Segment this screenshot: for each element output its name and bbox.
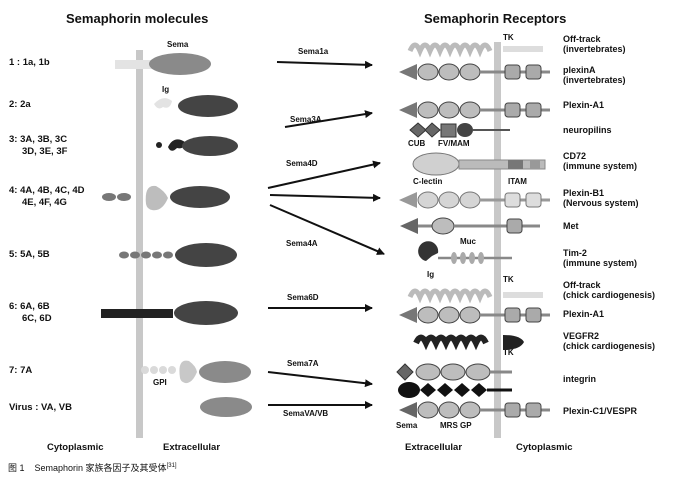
itam-label: ITAM — [508, 177, 527, 186]
arrow-label-sema6d: Sema6D — [287, 293, 319, 302]
receptor-integrin: integrin — [563, 374, 596, 384]
row-label-virus: Virus : VA, VB — [9, 402, 72, 413]
arrow-sema4a — [269, 204, 385, 255]
receptor-plexin-a1-top: Plexin-A1 — [563, 100, 605, 110]
receptor-offtrack-invert-sub: (invertebrates) — [563, 44, 626, 54]
receptor-vegfr2: VEGFR2 — [563, 331, 600, 341]
arrow-label-sema4d: Sema4D — [286, 159, 318, 168]
row-label-7: 7: 7A — [9, 365, 33, 376]
right-header: Semaphorin Receptors — [424, 11, 567, 26]
row-label-4b: 4E, 4F, 4G — [22, 197, 67, 208]
virus-sema-molecule — [200, 397, 252, 417]
tk-label-2: TK — [503, 275, 514, 284]
receptor-plexina: plexinA — [563, 65, 596, 75]
sema4-molecule — [102, 185, 230, 211]
arrow-sema4d-cd72 — [267, 160, 381, 189]
receptor-met: Met — [563, 221, 579, 231]
offtrack-invert-receptor — [407, 42, 543, 58]
footer-extracellular-left: Extracellular — [163, 442, 221, 453]
receptor-offtrack-invert: Off-track — [563, 34, 601, 44]
plexin-a1-top-receptor — [399, 101, 550, 119]
sema2-molecule — [154, 95, 238, 117]
row-label-4: 4: 4A, 4B, 4C, 4D — [9, 185, 85, 196]
caption-ref: [31] — [166, 463, 177, 469]
arrow-label-sema3a: Sema3A — [290, 115, 322, 124]
tim2-receptor — [418, 241, 512, 264]
receptor-tim2-sub: (immune system) — [563, 258, 638, 268]
caption-text: Semaphorin 家族各因子及其受体 — [34, 463, 167, 473]
caption-prefix: 图 1 — [8, 463, 25, 473]
arrow-label-sema4a: Sema4A — [286, 239, 318, 248]
receptor-cd72-sub: (immune system) — [563, 161, 638, 171]
receptor-offtrack-chick: Off-track — [563, 280, 601, 290]
left-membrane — [136, 50, 143, 438]
fv-mam-label: FV/MAM — [438, 139, 470, 148]
row-label-3b: 3D, 3E, 3F — [22, 146, 68, 157]
receptor-neuropilins: neuropilins — [563, 125, 612, 135]
cub-label: CUB — [408, 139, 426, 148]
receptor-plexin-a1-bottom: Plexin-A1 — [563, 309, 605, 319]
receptor-plexin-b1: Plexin-B1 — [563, 188, 605, 198]
plexin-c1-receptor — [399, 401, 550, 419]
left-header: Semaphorin molecules — [66, 11, 209, 26]
sema6-molecule — [101, 301, 238, 325]
receptor-plexin-b1-sub: (Nervous system) — [563, 198, 639, 208]
arrow-sema4d-plexinb1 — [269, 193, 381, 202]
footer-cytoplasmic-left: Cytoplasmic — [47, 442, 104, 453]
cd72-receptor — [412, 152, 546, 176]
footer-cytoplasmic-right: Cytoplasmic — [516, 442, 573, 453]
receptor-vegfr2-sub: (chick cardiogenesis) — [563, 341, 656, 351]
right-membrane — [494, 42, 501, 438]
sema-label-receptor: Sema — [396, 421, 418, 430]
plexin-b1-receptor — [399, 191, 550, 209]
arrow-sema7a — [267, 371, 373, 388]
sema7-molecule — [141, 360, 251, 384]
receptor-plexina-sub: (invertebrates) — [563, 75, 626, 85]
c-lectin-label: C-lectin — [413, 177, 443, 186]
sema5-molecule — [119, 243, 237, 267]
tk-label-3: TK — [503, 348, 514, 357]
integrin-receptor — [396, 363, 512, 398]
vegfr2-receptor — [413, 334, 524, 351]
receptor-cd72: CD72 — [563, 151, 587, 161]
arrow-sema3a — [284, 110, 373, 128]
plexina-invert-receptor — [399, 63, 550, 81]
ig-domain-label: Ig — [162, 85, 170, 94]
arrow-sema1a — [276, 60, 373, 69]
sema-domain-label: Sema — [167, 40, 189, 49]
gpi-anchor-label: GPI — [153, 378, 167, 387]
arrow-label-sema1a: Sema1a — [298, 47, 329, 56]
footer-extracellular-right: Extracellular — [405, 442, 463, 453]
mrs-gp-label: MRS GP — [440, 421, 472, 430]
row-label-6b: 6C, 6D — [22, 313, 52, 324]
arrow-label-sema7a: Sema7A — [287, 359, 319, 368]
plexin-a1-bottom-receptor — [399, 306, 550, 324]
receptor-plexin-c1: Plexin-C1/VESPR — [563, 406, 638, 416]
row-label-6: 6: 6A, 6B — [9, 301, 50, 312]
receptor-tim2: Tim-2 — [563, 248, 587, 258]
sema1-molecule — [115, 53, 211, 75]
tim2-ig-label: Ig — [427, 270, 435, 279]
met-receptor — [400, 217, 540, 235]
row-label-3: 3: 3A, 3B, 3C — [9, 134, 68, 145]
tk-label-1: TK — [503, 33, 514, 42]
muc-label: Muc — [460, 237, 476, 246]
row-label-2: 2: 2a — [9, 99, 31, 110]
figure-caption: 图 1 Semaphorin 家族各因子及其受体[31] — [8, 463, 177, 474]
offtrack-chick-receptor — [407, 288, 543, 304]
row-label-5: 5: 5A, 5B — [9, 249, 50, 260]
sema3-molecule — [156, 136, 238, 156]
row-label-1: 1 : 1a, 1b — [9, 57, 50, 68]
arrow-label-semava-vb: SemaVA/VB — [283, 409, 329, 418]
receptor-offtrack-chick-sub: (chick cardiogenesis) — [563, 290, 656, 300]
neuropilin-receptor — [409, 122, 510, 138]
